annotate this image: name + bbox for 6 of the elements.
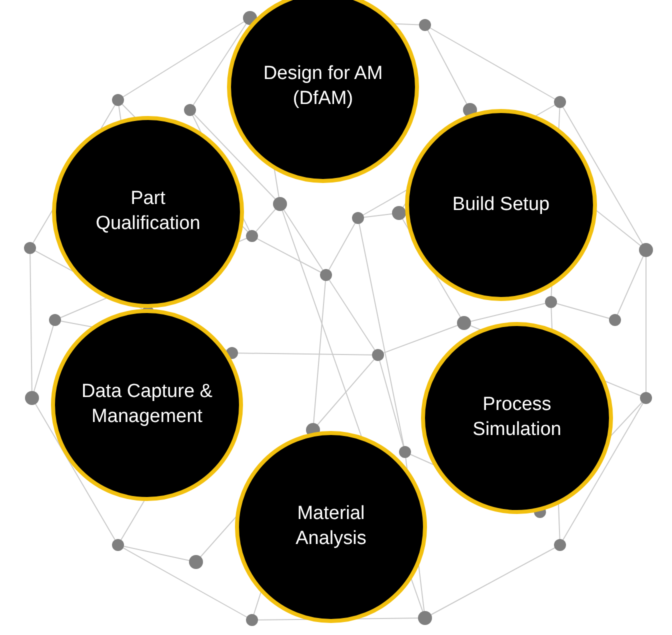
circle-label: Material Analysis bbox=[294, 502, 368, 551]
circle-label: Build Setup bbox=[452, 192, 550, 217]
circle-label: Process Simulation bbox=[472, 393, 562, 442]
circle-label: Design for AM (DfAM) bbox=[262, 62, 384, 111]
circle-label: Data Capture & Management bbox=[80, 380, 214, 429]
circle-label: Part Qualification bbox=[94, 187, 202, 236]
